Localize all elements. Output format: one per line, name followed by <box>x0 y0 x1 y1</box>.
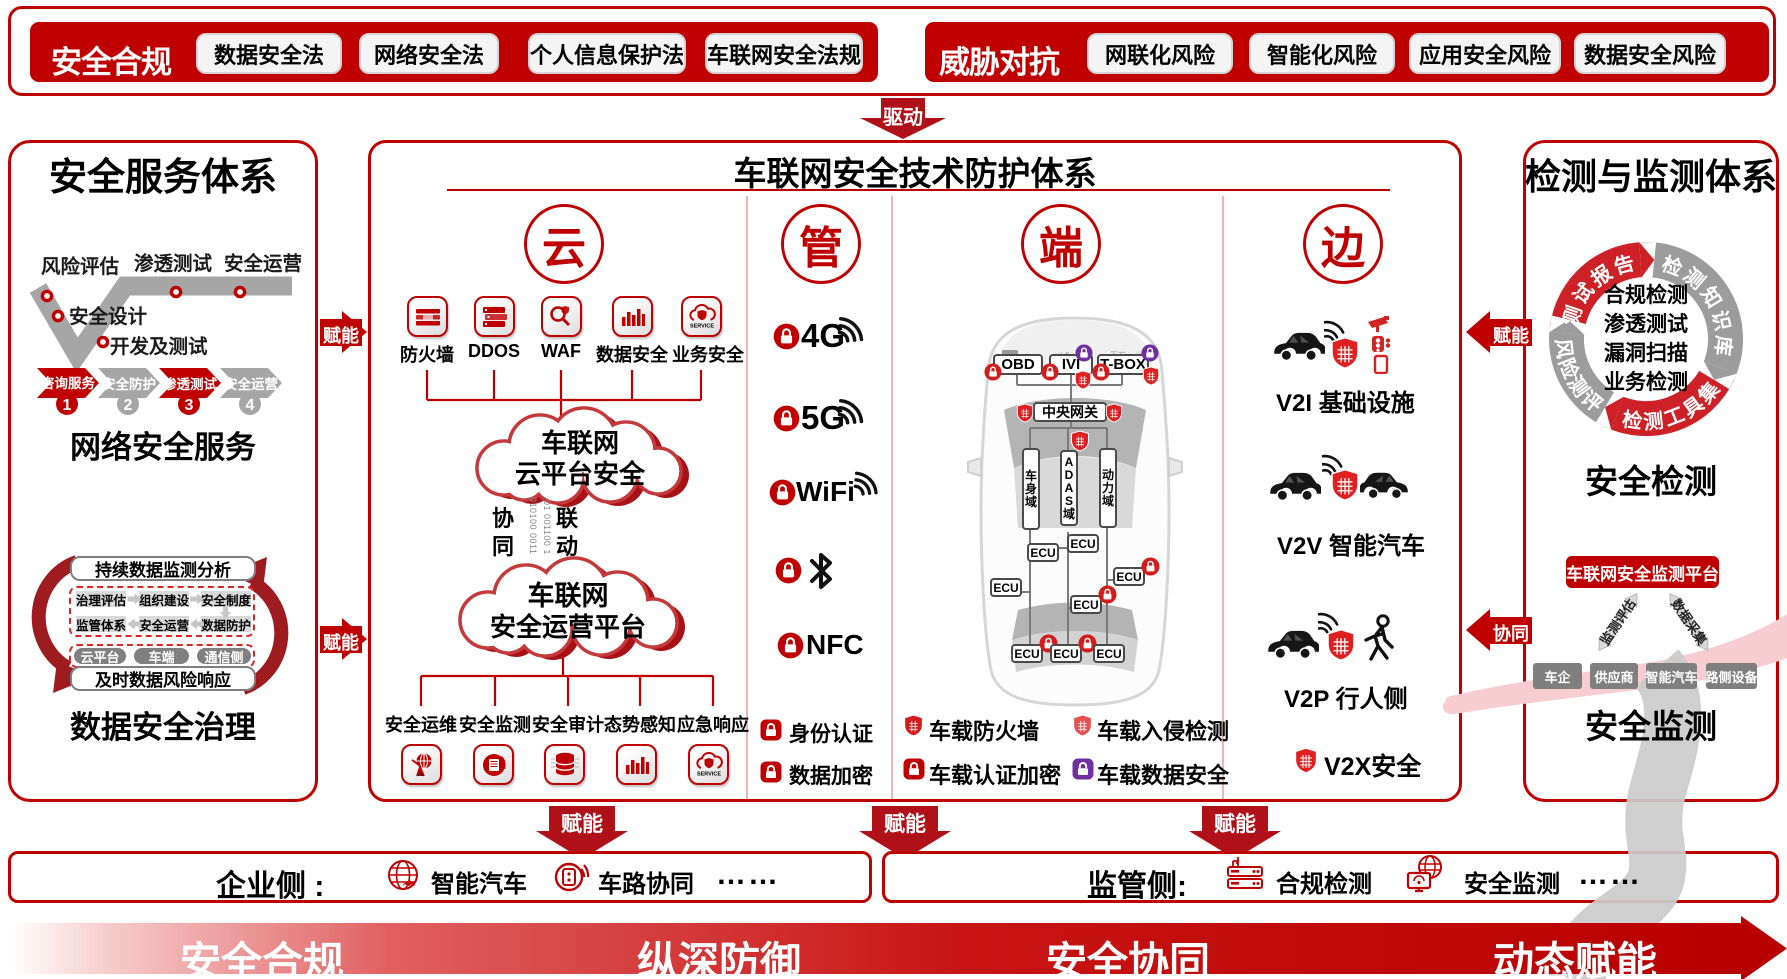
svg-text:安全运营: 安全运营 <box>224 376 278 392</box>
svg-text:云平台安全: 云平台安全 <box>515 459 646 489</box>
svg-text:安全设计: 安全设计 <box>69 305 148 328</box>
svg-text:SERVICE: SERVICE <box>696 772 720 778</box>
svg-text:车联网: 车联网 <box>541 428 619 458</box>
svg-text:SERVICE: SERVICE <box>689 324 713 330</box>
svg-text:渗透测试: 渗透测试 <box>163 376 217 392</box>
svg-text:3: 3 <box>185 397 194 414</box>
svg-text:安全运营: 安全运营 <box>224 252 302 275</box>
svg-text:渗透测试: 渗透测试 <box>134 252 213 275</box>
svg-text:2: 2 <box>124 397 133 414</box>
svg-text:数据采集: 数据采集 <box>1668 596 1710 648</box>
svg-text:安全运营平台: 安全运营平台 <box>490 612 646 642</box>
svg-text:安全防护: 安全防护 <box>102 376 156 392</box>
svg-text:开发及测试: 开发及测试 <box>110 335 208 358</box>
svg-text:车联网: 车联网 <box>528 580 609 611</box>
svg-text:4: 4 <box>246 397 255 414</box>
svg-text:风险评估: 风险评估 <box>41 255 120 278</box>
svg-text:监测评估: 监测评估 <box>1597 596 1639 648</box>
svg-text:咨询服务: 咨询服务 <box>41 375 95 391</box>
svg-text:1: 1 <box>63 397 72 414</box>
